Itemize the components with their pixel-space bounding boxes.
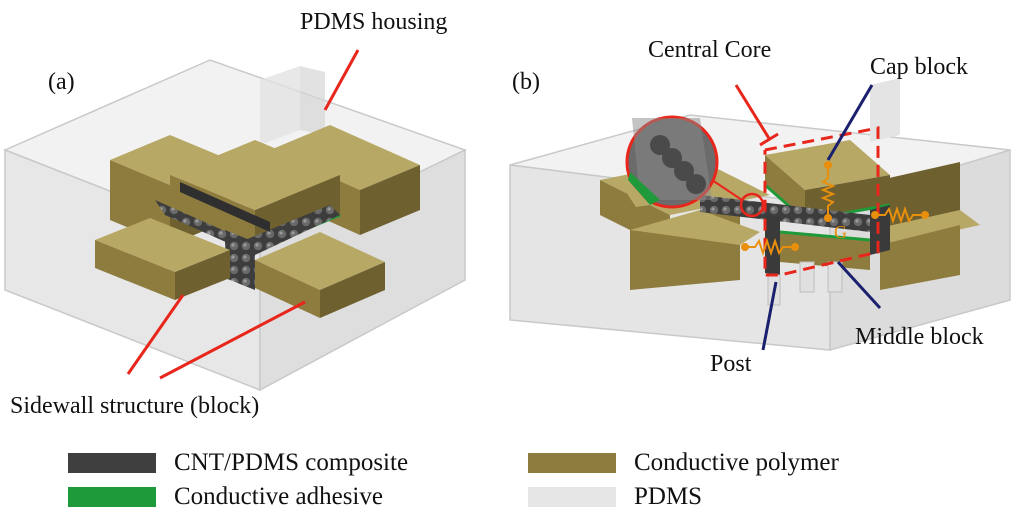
legend-label-pdms: PDMS xyxy=(634,483,703,510)
panel-a-device xyxy=(3,59,467,392)
leader-middle-block xyxy=(836,260,882,310)
label-pdms-housing: PDMS housing xyxy=(300,9,448,35)
legend-swatch-conductive-polymer xyxy=(528,453,616,473)
central-core-outline xyxy=(763,126,880,277)
legend-item-conductive-adhesive: Conductive adhesive xyxy=(68,483,383,510)
panel-b-tag: (b) xyxy=(512,69,540,95)
cap-block xyxy=(764,140,891,222)
leader-central-core xyxy=(734,84,772,141)
label-cap-block: Cap block xyxy=(870,54,968,80)
leader-cap-block xyxy=(826,84,874,161)
cnt-core-a xyxy=(155,182,340,290)
label-post: Post xyxy=(710,351,752,377)
label-sidewall-structure: Sidewall structure (block) xyxy=(10,393,260,419)
legend-swatch-cnt-pdms xyxy=(68,453,156,473)
legend-item-conductive-polymer: Conductive polymer xyxy=(528,449,839,476)
panel-a-tag: (a) xyxy=(48,69,75,95)
leader-pdms-housing xyxy=(323,49,360,111)
zoom-inset xyxy=(625,115,765,218)
legend-swatch-pdms xyxy=(528,487,616,507)
leader-post xyxy=(761,281,778,351)
legend-swatch-conductive-adhesive xyxy=(68,487,156,507)
legend-label-conductive-polymer: Conductive polymer xyxy=(634,449,839,476)
panel-b-device xyxy=(509,78,1011,351)
leader-central-core-tick xyxy=(759,132,779,147)
cnt-core-b xyxy=(700,195,890,275)
legend-item-cnt-pdms: CNT/PDMS composite xyxy=(68,449,409,476)
legend-label-conductive-adhesive: Conductive adhesive xyxy=(174,483,383,510)
sidewall-block-front-left xyxy=(95,218,230,300)
label-middle-block: Middle block xyxy=(855,324,984,350)
conductive-polymer-right-b xyxy=(870,162,980,290)
label-central-core: Central Core xyxy=(648,37,772,63)
legend-label-cnt-pdms: CNT/PDMS composite xyxy=(174,449,409,476)
leader-sidewall-1 xyxy=(126,294,185,375)
resistor-symbols xyxy=(741,161,929,257)
leader-sidewall-2 xyxy=(159,300,306,380)
legend-item-pdms: PDMS xyxy=(528,483,703,510)
label-ground-symbol: G xyxy=(834,222,847,242)
